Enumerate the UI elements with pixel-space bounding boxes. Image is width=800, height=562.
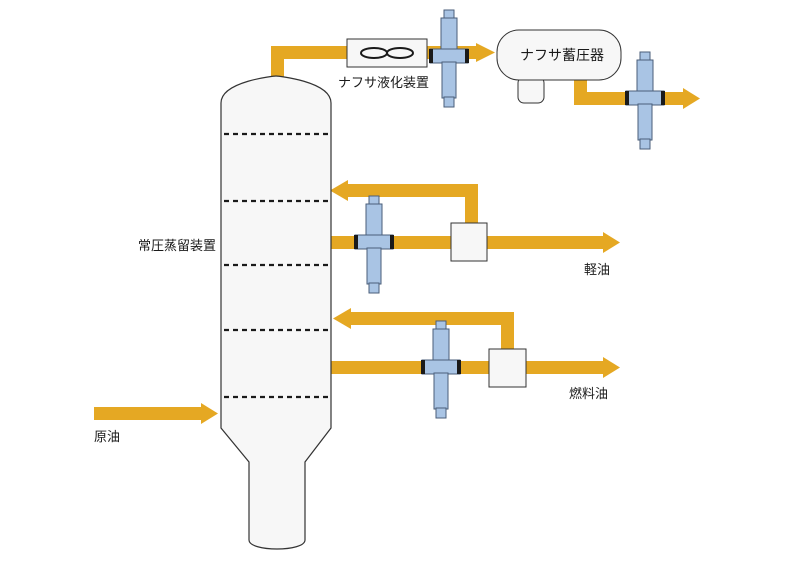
- distillation-column: [220, 75, 332, 550]
- infinity-icon: [360, 47, 414, 59]
- crude-feed-pipe: [94, 407, 202, 420]
- naphtha-valve-icon[interactable]: [624, 51, 666, 150]
- condenser-label: ナフサ液化装置: [338, 76, 429, 91]
- fuel-oil-valve-icon[interactable]: [420, 320, 462, 419]
- light-oil-valve-icon[interactable]: [353, 195, 395, 294]
- fuel-oil-drawoff-pipe: [329, 361, 604, 374]
- light-oil-stripper: [450, 222, 488, 262]
- light-oil-return-horizontal: [347, 184, 478, 197]
- naphtha-outlet-arrow-icon: [683, 88, 700, 109]
- light-oil-label: 軽油: [584, 263, 610, 278]
- accumulator-inlet-arrow-icon: [476, 43, 495, 62]
- crude-oil-label: 原油: [94, 430, 120, 445]
- light-oil-return-vertical: [465, 184, 478, 224]
- naphtha-accumulator: [496, 29, 622, 104]
- accumulator-drum: [496, 29, 622, 81]
- fuel-oil-stripper: [488, 348, 527, 388]
- fuel-oil-outlet-arrow-icon: [603, 357, 620, 378]
- accumulator-label: ナフサ蓄圧器: [520, 48, 604, 64]
- naphtha-condenser: [346, 38, 428, 68]
- accumulator-boot: [517, 76, 545, 104]
- column-vessel: [220, 75, 332, 550]
- flow-pipes: [94, 43, 700, 424]
- fuel-oil-label: 燃料油: [569, 386, 608, 402]
- column-label: 常圧蒸留装置: [138, 239, 216, 254]
- light-oil-return-arrow-icon: [330, 180, 348, 201]
- fuel-oil-return-horizontal: [350, 312, 514, 325]
- fuel-oil-return-arrow-icon: [333, 308, 351, 329]
- crude-feed-arrow-icon: [201, 403, 218, 424]
- light-oil-outlet-arrow-icon: [603, 232, 620, 253]
- fuel-oil-return-vertical: [501, 312, 514, 350]
- overhead-valve-icon[interactable]: [428, 9, 470, 108]
